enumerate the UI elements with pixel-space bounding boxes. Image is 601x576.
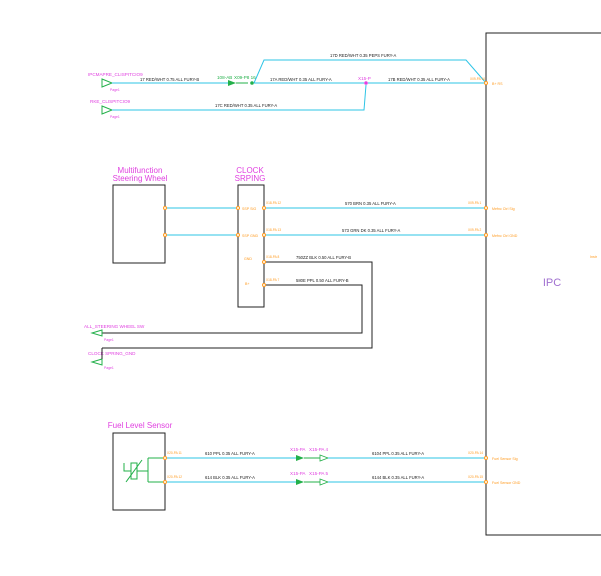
- clock-left-pin-1-dot: [236, 206, 240, 210]
- splice-b2-label: X15-PA 5: [309, 471, 329, 476]
- offpage-rke-ign-label: RKE_CLISPITCIO9: [90, 99, 131, 104]
- wire-580e: [102, 284, 363, 334]
- splice-b2-arrow-icon: [319, 478, 330, 486]
- splice-b-label: X15-PA: [290, 471, 306, 476]
- offpage-clock-gnd-arrow-icon: [90, 358, 103, 366]
- splice-a-label: X15-PA: [290, 447, 306, 452]
- clock-title-2: SRPING: [235, 174, 266, 183]
- conn-ipc-2-ref: X09-PA 1: [468, 201, 481, 205]
- ipc-pin-b-plus: B+ RS: [492, 82, 503, 86]
- wire-750zz-label: 750ZZ BLK 0.50 ALL FURY-B: [296, 255, 351, 260]
- wire-17-label: 17 RED/WHT 0.75 ALL FURY-B: [140, 77, 199, 82]
- ipc-module-box: [485, 32, 601, 536]
- conn-ipc-3-ref: X09-PA 2: [468, 228, 481, 232]
- conn-ipc-1-ref: X09-PA 16: [470, 77, 485, 81]
- offpage-rke-arrow-icon: [101, 105, 114, 115]
- splice-108-dot: [250, 81, 254, 85]
- clock-pin-2: SSP GND: [242, 234, 259, 238]
- offpage-steering-arrow-icon: [90, 329, 103, 337]
- clock-pin-3: GND: [244, 257, 252, 261]
- splice-a2-label: X15-PA 4: [309, 447, 329, 452]
- wire-17c-label: 17C RED/WHT 0.35 ALL FURY-A: [215, 103, 277, 108]
- ipc-side-label: Instr: [590, 255, 598, 259]
- splice-108b-label: X09-P8 16: [234, 75, 256, 80]
- splice-a-arrow-icon: [296, 455, 304, 461]
- splice-108-label: 108-AB: [217, 75, 232, 80]
- variable-resistor-icon: [123, 458, 149, 483]
- splice-x15p-dot: [364, 81, 368, 85]
- wire-17d-label: 17D RED/WHT 0.35 PEPS FURY-A: [330, 53, 396, 58]
- ipc-pin-5-dot: [484, 480, 488, 484]
- multifunction-title-1: Multifunction: [118, 166, 163, 175]
- conn-fuel-1-ref: X20-PA 11: [167, 451, 182, 455]
- conn-clock-4-ref: X18-PA 7: [266, 278, 279, 282]
- conn-clock-1-ref: X18-PA 12: [266, 201, 281, 205]
- msw-pin-1-dot: [163, 206, 167, 210]
- clock-pin-4: B+: [245, 282, 250, 286]
- ipc-pin-fuel-gnd: Fuel Sensor GND: [492, 481, 521, 485]
- offpage-pcm-page: Page1: [110, 88, 120, 92]
- wire-17a-label: 17A RED/WHT 0.35 ALL FURY-A: [270, 77, 332, 82]
- wire-17d: [253, 59, 487, 84]
- conn-clock-3-ref: X18-PA 8: [266, 255, 279, 259]
- splice-b-arrow-icon: [296, 479, 304, 485]
- ipc-pin-fuel-sig: Fuel Sensor Sig: [492, 457, 518, 461]
- wire-614-label: 614 BLK 0.35 ALL FURY-A: [205, 475, 255, 480]
- wire-580e-label: 580E PPL 0.50 ALL FURY-B: [296, 278, 349, 283]
- clock-pin-1: SSP SIG: [242, 207, 257, 211]
- offpage-steering-sw-label: ALL_STEERING WHEEL SW: [84, 324, 145, 329]
- msw-pin-2-dot: [163, 233, 167, 237]
- conn-fuel-2-ref: X20-PA 12: [167, 475, 182, 479]
- offpage-clock-gnd-label: CLOCK SPRING_GND: [88, 351, 136, 356]
- wire-6144-label: 6144 BLK 0.35 ALL FURY-A: [372, 475, 424, 480]
- clock-right-pin-3-dot: [262, 260, 266, 264]
- wire-750zz: [102, 261, 373, 349]
- conn-clock-2-ref: X18-PA 13: [266, 228, 281, 232]
- splice-a2-arrow-icon: [319, 454, 330, 462]
- offpage-rke-page: Page1: [110, 115, 120, 119]
- wire-17b-label: 17B RED/WHT 0.35 ALL FURY-A: [388, 77, 450, 82]
- offpage-pcm-arrow-icon: [101, 78, 114, 88]
- conn-ipc-5-ref: X20-PA 15: [468, 475, 483, 479]
- offpage-pcm-ign-label: IPCMAPRE_CLISPITCIO9: [88, 72, 143, 77]
- ipc-pin-1-dot: [484, 81, 488, 85]
- offpage-steering-page: Page1: [104, 338, 114, 342]
- ipc-pin-2-dot: [484, 206, 488, 210]
- clock-spring-box: [237, 184, 265, 308]
- ipc-pin-3-dot: [484, 233, 488, 237]
- ipc-pin-mefnc-gnd: Mefnc Ctrl GND: [492, 234, 518, 238]
- fuel-pin-1-dot: [163, 456, 167, 460]
- clock-title-1: CLOCK: [236, 166, 264, 175]
- multifunction-title-2: Steering Wheel: [113, 174, 168, 183]
- offpage-clock-gnd-page: Page1: [104, 366, 114, 370]
- clock-right-pin-1-dot: [262, 206, 266, 210]
- wire-17c: [112, 84, 367, 111]
- wire-6104-label: 6104 PPL 0.35 ALL FURY-A: [372, 451, 424, 456]
- splice-108-arrow-icon: [228, 80, 236, 86]
- multifunction-box: [112, 184, 166, 264]
- clock-right-pin-2-dot: [262, 233, 266, 237]
- fuel-sensor-title: Fuel Level Sensor: [108, 421, 173, 430]
- clock-right-pin-4-dot: [262, 283, 266, 287]
- wire-610-label: 610 PPL 0.35 ALL FURY-A: [205, 451, 255, 456]
- ipc-label: IPC: [543, 277, 561, 289]
- ipc-pin-4-dot: [484, 456, 488, 460]
- ipc-pin-mefnc-sig: Mefnc Ctrl Sig: [492, 207, 515, 211]
- splice-x15p-label: X15-P: [358, 76, 371, 81]
- wire-570-label: 570 BRN 0.35 ALL FURY-A: [345, 201, 396, 206]
- conn-ipc-4-ref: X20-PA 14: [468, 451, 483, 455]
- clock-left-pin-2-dot: [236, 233, 240, 237]
- wire-573-label: 573 GRN DK 0.35 ALL FURY-A: [342, 228, 400, 233]
- fuel-pin-2-dot: [163, 480, 167, 484]
